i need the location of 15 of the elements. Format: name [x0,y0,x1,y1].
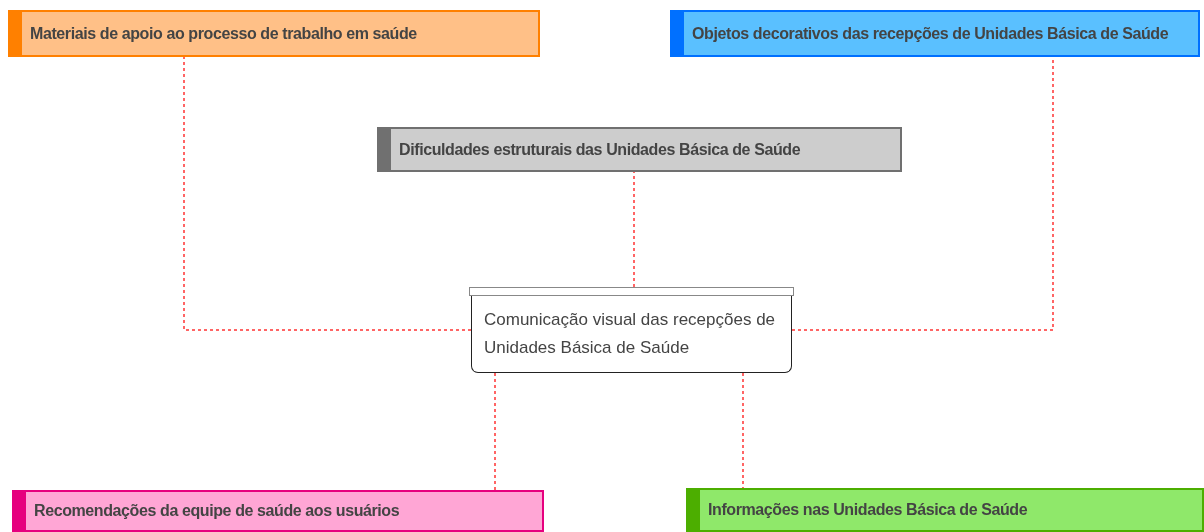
central-topic-box [471,287,792,373]
topic-label: Objetos decorativos das recepções de Unidades Básica de Saúde [692,23,1169,44]
connector-line [742,372,744,489]
topic-box [670,10,1200,57]
topic-label: Comunicação visual das recepções de Unidades Básica de Saúde [484,308,777,359]
connector-line [494,372,496,491]
topic-label: Dificuldades estruturais das Unidades Básica de Saúde [399,139,801,160]
topic-box [12,490,544,532]
topic-box [377,127,902,172]
topic-box [686,488,1204,532]
topic-label: Informações nas Unidades Básica de Saúde [708,500,1028,520]
topic-box [8,10,540,57]
topic-label: Recomendações da equipe de saúde aos usuários [34,501,400,521]
connector-line [183,56,472,331]
topic-label: Materiais de apoio ao processo de trabalho em saúde [30,23,417,44]
